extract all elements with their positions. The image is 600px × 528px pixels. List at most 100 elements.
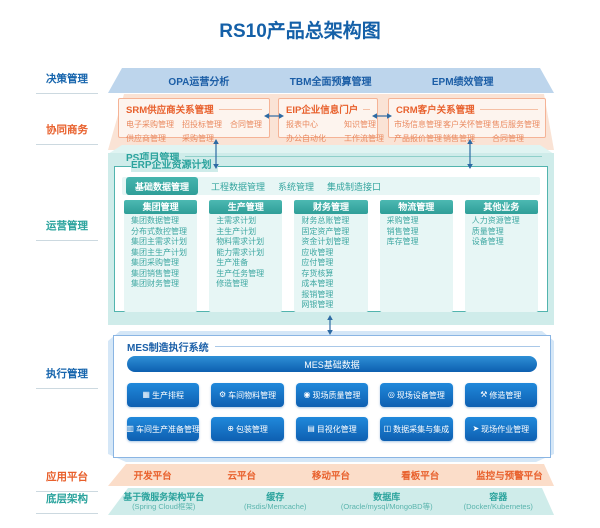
platform-item: 监控与预警平台: [476, 471, 543, 482]
mes-module-label: 包装管理: [235, 424, 268, 434]
decision-item: OPA运营分析: [168, 77, 230, 88]
erp-column-logistics: 物流管理 采购管理销售管理库存管理: [379, 200, 453, 312]
infrastructure-item: 数据库 (Oracle/mysql/MongoBD等): [331, 492, 443, 511]
erp-column-header: 物流管理: [379, 200, 453, 214]
rail-label-collaboration: 协同商务: [36, 122, 98, 145]
crm-module-item: 产品报价管理: [394, 134, 442, 143]
eip-module-item: 知识管理: [344, 120, 376, 129]
mes-box: MES制造执行系统 MES基础数据 ▦ 生产排程 ⚙ 车间物料管理 ◉ 现场质量…: [113, 335, 551, 458]
eip-module-item: 工作流管理: [344, 134, 384, 143]
eip-module-item: 报表中心: [286, 120, 318, 129]
erp-module-item: 生产任务管理: [216, 268, 265, 278]
erp-tab-selected: 基础数据管理: [126, 177, 199, 195]
erp-module-item: 应付管理: [301, 258, 334, 267]
infrastructure-item: 基于微服务架构平台 (Spring Cloud框架): [108, 492, 220, 511]
crm-module-item: 售后服务管理: [492, 120, 540, 129]
erp-column-items: 采购管理销售管理库存管理: [380, 214, 453, 248]
srm-box: SRM供应商关系管理 电子采购管理招投标管理合同管理供应商管理采购管理: [118, 98, 270, 143]
srm-module-item: 电子采购管理: [126, 120, 174, 129]
rail-label-execution: 执行管理: [36, 366, 98, 389]
mes-module-label: 现场设备管理: [396, 390, 445, 400]
mes-module-button: ◎ 现场设备管理: [380, 383, 453, 407]
mes-module-label: 车间生产准备管理: [135, 424, 200, 434]
mes-module-button: ⚙ 车间物料管理: [211, 383, 284, 407]
platform-item: 看板平台: [401, 471, 440, 482]
ps-project-title: PS项目管理: [126, 149, 542, 164]
crm-module-item: 合同管理: [492, 134, 524, 143]
erp-module-item: 修造管理: [216, 279, 249, 288]
infrastructure-item-detail: (Docker/Kubernetes): [463, 502, 533, 511]
mes-module-label: 车间物料管理: [228, 390, 277, 400]
eip-module-item: 办公自动化: [286, 134, 326, 143]
infrastructure-item-detail: (Rsdis/Memcache): [243, 502, 307, 511]
erp-tab: 工程数据管理: [211, 181, 266, 192]
erp-module-item: 人力资源管理: [471, 216, 520, 225]
platform-item: 开发平台: [133, 471, 172, 482]
erp-column-finance: 财务管理 财务总账管理固定资产管理资金计划管理应收管理应付管理存货核算成本管理报…: [294, 200, 368, 312]
mes-buttons-row2: ▥ 车间生产准备管理 ⊕ 包装管理 ▤ 目视化管理 ◫ 数据采集与集成: [127, 417, 537, 441]
erp-module-item: 集团主生产计划: [131, 247, 187, 257]
erp-module-item: 集团财务管理: [131, 279, 179, 288]
decision-item: TBM全面预算管理: [289, 77, 372, 88]
erp-column-header: 财务管理: [294, 200, 368, 214]
page-title: RS10产品总架构图: [219, 21, 381, 42]
erp-column-items: 集团数据管理分布式数控管理集团主需求计划集团主生产计划集团采购管理集团销售管理集…: [124, 214, 197, 290]
arrow-srm-eip: [264, 113, 284, 119]
equipment-monitor-icon: ◎: [387, 390, 395, 399]
display-icon: ▤: [307, 424, 315, 433]
rail-label-app-platform: 应用平台: [36, 469, 98, 492]
srm-items: 电子采购管理招投标管理合同管理供应商管理采购管理: [119, 118, 269, 145]
erp-module-item: 应收管理: [301, 247, 334, 257]
eip-title: EIP企业信息门户: [286, 102, 370, 116]
erp-module-item: 物料需求计划: [216, 237, 265, 246]
erp-module-item: 集团采购管理: [131, 258, 179, 267]
operations-band: PS项目管理 ERP企业资源计划 基础数据管理 工程数据管理系统管理集成制造接口…: [108, 145, 554, 325]
erp-module-item: 分布式数控管理: [131, 226, 187, 236]
srm-module-item: 招投标管理: [182, 120, 222, 129]
mes-module-label: 数据采集与集成: [393, 424, 450, 434]
infrastructure-item-name: 容器: [489, 492, 508, 502]
rail-label-infrastructure: 底层架构: [36, 491, 98, 514]
erp-module-item: 资金计划管理: [301, 237, 350, 246]
arrow-srm-erp: [213, 139, 219, 169]
erp-module-item: 设备管理: [471, 237, 504, 246]
people-icon: ▥: [127, 424, 134, 433]
erp-module-item: 主生产计划: [216, 226, 257, 236]
mes-module-button: ▥ 车间生产准备管理: [127, 417, 200, 441]
infrastructure-item: 缓存 (Rsdis/Memcache): [220, 492, 332, 511]
mes-module-button: ▦ 生产排程: [127, 383, 200, 407]
mes-module-label: 现场作业管理: [481, 424, 530, 434]
mes-module-button: ◫ 数据采集与集成: [380, 417, 453, 441]
platform-item: 移动平台: [311, 471, 350, 482]
erp-module-item: 库存管理: [386, 237, 419, 246]
crm-items: 市场信息管理客户关怀管理售后服务管理产品报价管理销售管理合同管理: [389, 118, 545, 145]
erp-module-item: 质量管理: [471, 226, 504, 236]
srm-module-item: 采购管理: [182, 134, 214, 143]
eip-box: EIP企业信息门户 报表中心 知识管理办公自动化 工作流管理: [278, 98, 384, 143]
mes-module-button: ▤ 目视化管理: [295, 417, 369, 441]
infrastructure-item-name: 缓存: [266, 492, 285, 502]
tools-icon: ⚒: [480, 390, 488, 399]
crm-module-item: 销售管理: [443, 134, 475, 143]
mes-module-label: 目视化管理: [316, 424, 357, 434]
mes-module-button: ◉ 现场质量管理: [295, 383, 369, 407]
arrow-eip-crm: [372, 113, 392, 119]
mes-module-label: 生产排程: [151, 390, 184, 400]
mes-module-label: 修造管理: [489, 390, 522, 400]
erp-column-group-mgmt: 集团管理 集团数据管理分布式数控管理集团主需求计划集团主生产计划集团采购管理集团…: [124, 200, 198, 312]
erp-module-item: 财务总账管理: [301, 216, 350, 225]
platform-item: 云平台: [227, 471, 257, 482]
mes-module-label: 现场质量管理: [312, 390, 361, 400]
erp-column-header: 其他业务: [464, 200, 538, 214]
pointer-icon: ➤: [472, 424, 480, 433]
rail-label-operations: 运营管理: [36, 218, 98, 241]
infrastructure-item-detail: (Oracle/mysql/MongoBD等): [340, 502, 433, 511]
erp-module-item: 销售管理: [386, 226, 419, 236]
erp-tab: 系统管理: [278, 181, 315, 192]
erp-module-item: 采购管理: [386, 216, 419, 225]
eip-items: 报表中心 知识管理办公自动化 工作流管理: [279, 118, 384, 145]
crm-module-item: 客户关怀管理: [443, 120, 491, 129]
crm-box: CRM客户关系管理 市场信息管理客户关怀管理售后服务管理产品报价管理销售管理合同…: [388, 98, 546, 143]
forklift-icon: ⚙: [219, 390, 227, 399]
erp-column-production: 生产管理 主需求计划主生产计划物料需求计划能力需求计划生产准备生产任务管理修造管…: [209, 200, 283, 312]
